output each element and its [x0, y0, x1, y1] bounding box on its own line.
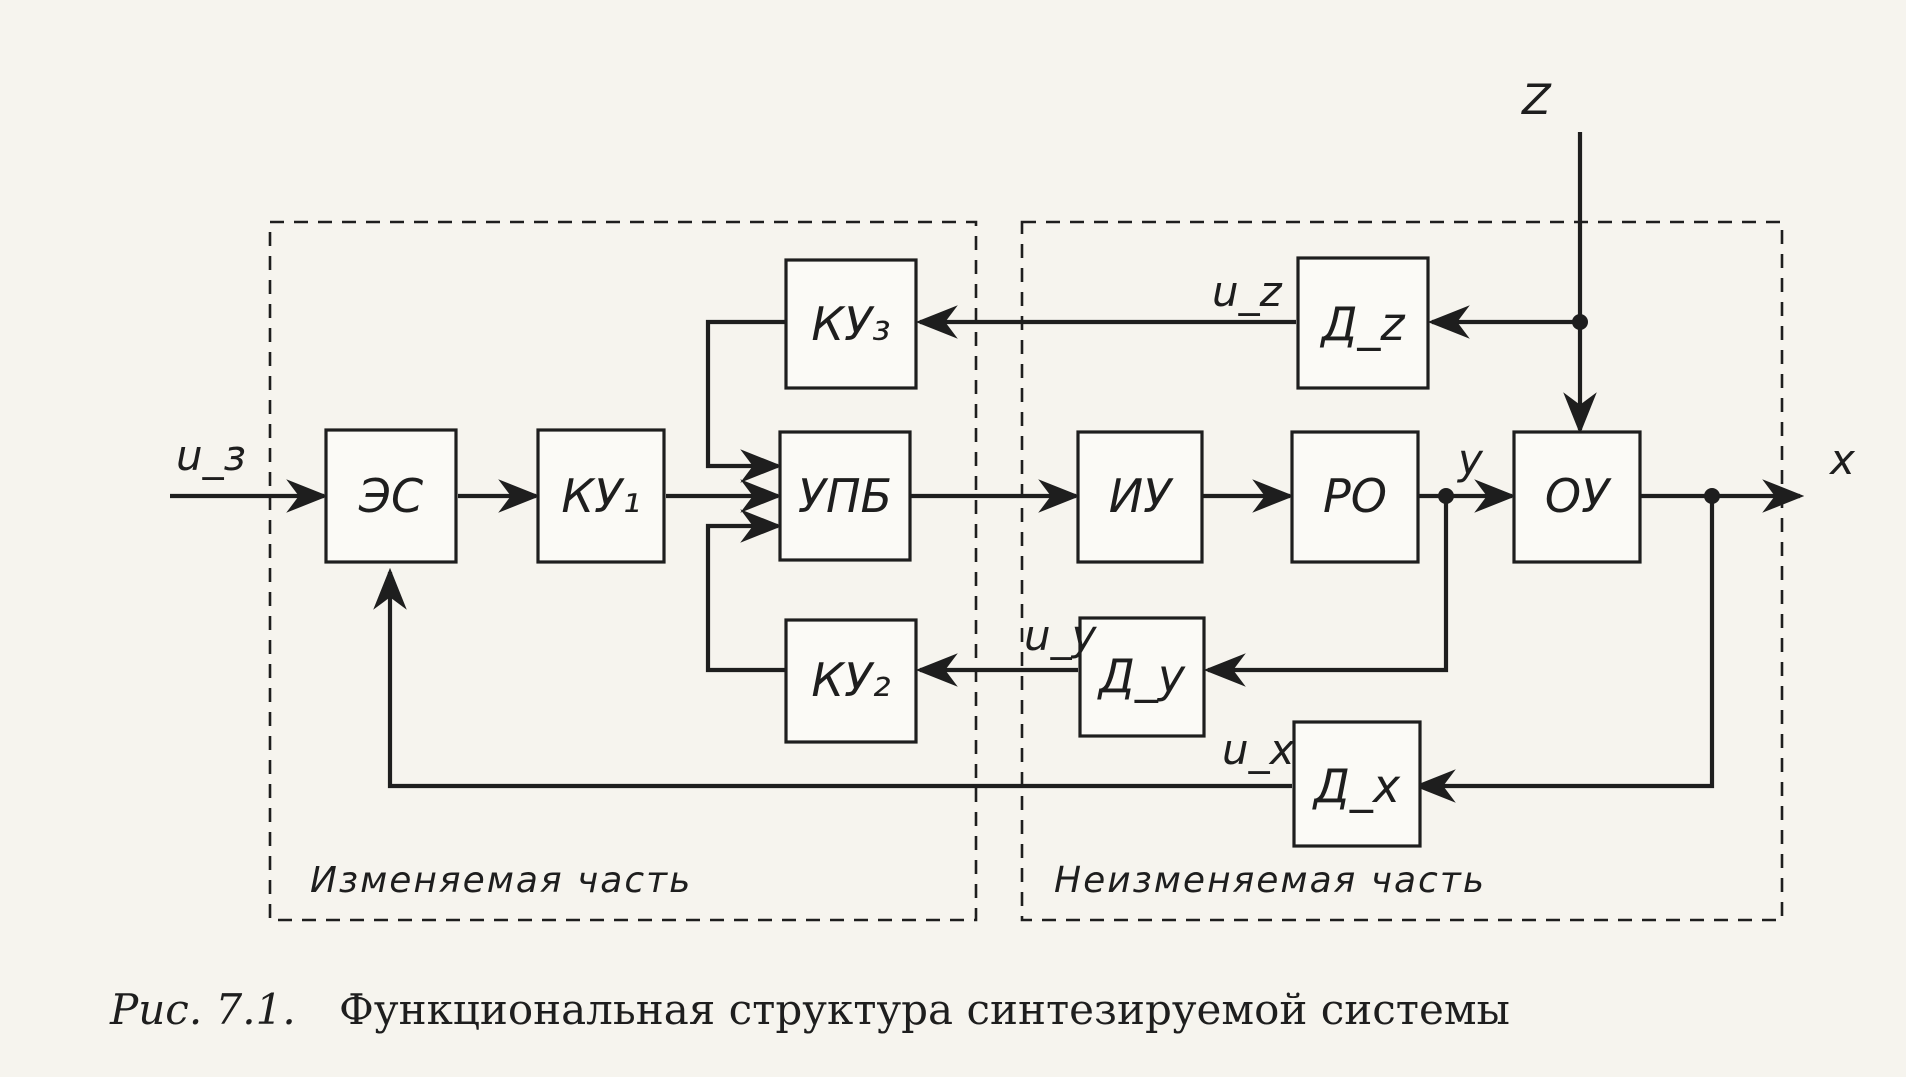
signal-uz-label: u_z	[1212, 267, 1283, 316]
x-to-dx-arrow	[1413, 496, 1715, 803]
block-ku1: КУ₁	[536, 428, 666, 564]
signal-y-label: y	[1456, 435, 1484, 484]
unchangeable-part-label: Неизменяемая часть	[1054, 860, 1486, 901]
figure-caption: Рис. 7.1. Функциональная структура синте…	[110, 985, 1510, 1034]
block-dz: Д_z	[1296, 256, 1430, 390]
block-dx-label: Д_x	[1312, 759, 1401, 813]
block-iu-label: ИУ	[1109, 469, 1174, 523]
block-es: ЭС	[324, 428, 458, 564]
signal-uy-label: u_y	[1024, 611, 1098, 660]
block-ro-label: РО	[1323, 469, 1387, 523]
changeable-part-region	[268, 220, 978, 922]
block-ro: РО	[1290, 430, 1420, 564]
ku2-to-upb-arrow	[705, 509, 786, 673]
figure-number: Рис. 7.1.	[110, 985, 296, 1034]
signal-x-label: x	[1828, 435, 1856, 484]
block-upb-label: УПБ	[798, 469, 892, 523]
block-dy-label: Д_y	[1097, 649, 1186, 703]
figure-caption-text: Функциональная структура синтезируемой с…	[339, 985, 1510, 1034]
connection-wires	[170, 132, 1805, 803]
block-iu: ИУ	[1076, 430, 1204, 564]
block-ou: ОУ	[1512, 430, 1642, 564]
ku3-to-upb-arrow	[705, 319, 786, 483]
changeable-part-label: Изменяемая часть	[310, 860, 692, 901]
z-junction-dot	[1572, 314, 1588, 330]
signal-ux-label: u_x	[1222, 725, 1296, 774]
block-ku2-label: КУ₂	[811, 653, 890, 707]
signal-input-label: u_з	[176, 431, 246, 480]
block-es-label: ЭС	[358, 469, 423, 523]
block-ku3-label: КУ₃	[811, 297, 890, 351]
block-ku1-label: КУ₁	[561, 469, 640, 523]
dx-to-es-arrow	[373, 567, 1292, 789]
block-ku3: КУ₃	[784, 258, 918, 390]
block-dz-label: Д_z	[1319, 297, 1405, 351]
block-upb: УПБ	[778, 430, 912, 562]
block-dx: Д_x	[1292, 720, 1422, 848]
block-dy: Д_y	[1078, 616, 1206, 738]
signal-z-label: Z	[1521, 75, 1552, 124]
x-junction-dot	[1704, 488, 1720, 504]
block-ou-label: ОУ	[1545, 469, 1612, 523]
block-ku2: КУ₂	[784, 618, 918, 744]
y-to-dy-arrow	[1203, 496, 1449, 687]
unchangeable-part-region	[1020, 220, 1784, 922]
y-junction-dot	[1438, 488, 1454, 504]
